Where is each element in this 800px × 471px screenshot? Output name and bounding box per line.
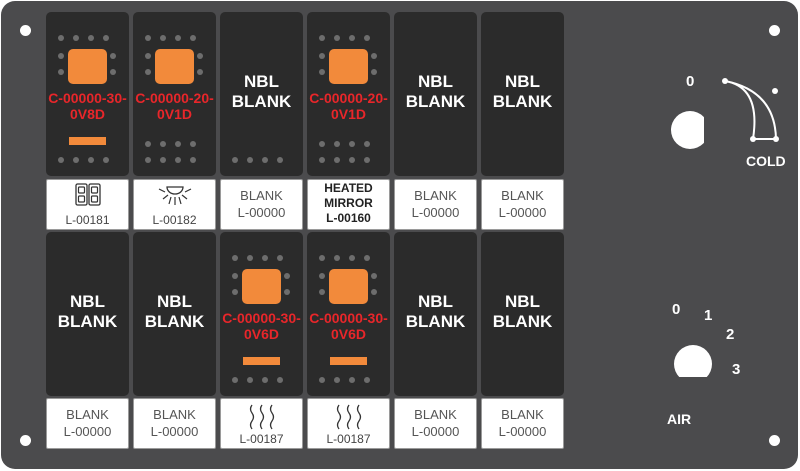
rocker-switch[interactable]: C-00000-30-0V6D [307,232,390,396]
legend-label: L-00182 [133,179,216,230]
air-dial-label: AIR [667,411,692,427]
legend-code: L-00000 [63,424,112,439]
air-knob[interactable] [674,345,712,383]
legend-text: BLANK [153,407,196,422]
indicator-lamp [242,269,281,304]
legend-label: L-00181 [46,179,129,230]
air-position-1: 1 [704,307,713,324]
legend-code: L-00160 [326,211,371,225]
legend-code: L-00000 [498,424,547,439]
legend-label: BLANK L-00000 [133,398,216,449]
legend-label: BLANK L-00000 [481,398,564,449]
legend-label: BLANK L-00000 [220,179,303,230]
heat-waves-icon [336,404,361,430]
legend-label: BLANK L-00000 [394,179,477,230]
legend-code: L-00187 [239,432,284,446]
legend-code: L-00000 [411,424,460,439]
legend-label: BLANK L-00000 [481,179,564,230]
legend-code: L-00000 [498,205,547,220]
legend-label: L-00187 [307,398,390,449]
legend-code: L-00182 [152,213,197,227]
legend-code: L-00181 [65,213,110,227]
legend-label: HEATED MIRROR L-00160 [307,179,390,230]
legend-label: BLANK L-00000 [46,398,129,449]
legend-text: BLANK [414,407,457,422]
indicator-lamp [329,49,368,84]
legend-text: BLANK [501,407,544,422]
indicator-bar [69,137,106,145]
air-knob-flat [671,377,715,385]
temperature-knob-flat [704,116,711,144]
switch-part-number: C-00000-30-0V6D [309,310,388,342]
rocker-switch[interactable]: C-00000-20-0V1D [307,12,390,176]
rocker-switch[interactable]: C-00000-30-0V6D [220,232,303,396]
legend-code: L-00000 [150,424,199,439]
legend-label: L-00187 [220,398,303,449]
rocker-switch[interactable]: C-00000-30-0V8D [46,12,129,176]
switch-part-number: C-00000-30-0V8D [48,90,127,122]
rocker-switch[interactable]: C-00000-20-0V1D [133,12,216,176]
legend-code: L-00000 [411,205,460,220]
air-position-0: 0 [672,301,681,318]
air-position-2: 2 [726,326,735,343]
switch-part-number: C-00000-30-0V6D [222,310,301,342]
indicator-lamp [155,49,194,84]
legend-text: BLANK [414,188,457,203]
temperature-knob[interactable] [671,111,709,149]
temperature-scale-graphic [722,78,779,142]
mounting-hole-bottom-right [769,435,780,446]
indicator-lamp [329,269,368,304]
legend-text: BLANK [240,188,283,203]
dome-light-icon [158,186,191,205]
switch-part-number: C-00000-20-0V1D [135,90,214,122]
indicator-bar [243,357,280,365]
legend-text: BLANK [66,407,109,422]
switch-part-number: C-00000-20-0V1D [309,90,388,122]
legend-code: L-00187 [326,432,371,446]
legend-code: L-00000 [237,205,286,220]
mounting-hole-top-left [20,25,31,36]
legend-text: MIRROR [324,196,373,210]
mounting-hole-top-right [769,25,780,36]
legend-text: HEATED [324,181,373,195]
indicator-bar [330,357,367,365]
air-position-3: 3 [732,361,741,378]
indicator-lamp [68,49,107,84]
heat-waves-icon [249,404,274,430]
legend-text: BLANK [501,188,544,203]
legend-label: BLANK L-00000 [394,398,477,449]
dual-door-icon [74,183,101,206]
mounting-hole-bottom-left [20,435,31,446]
temp-dial-zero: 0 [686,73,695,90]
temp-dial-label: COLD [746,153,786,169]
